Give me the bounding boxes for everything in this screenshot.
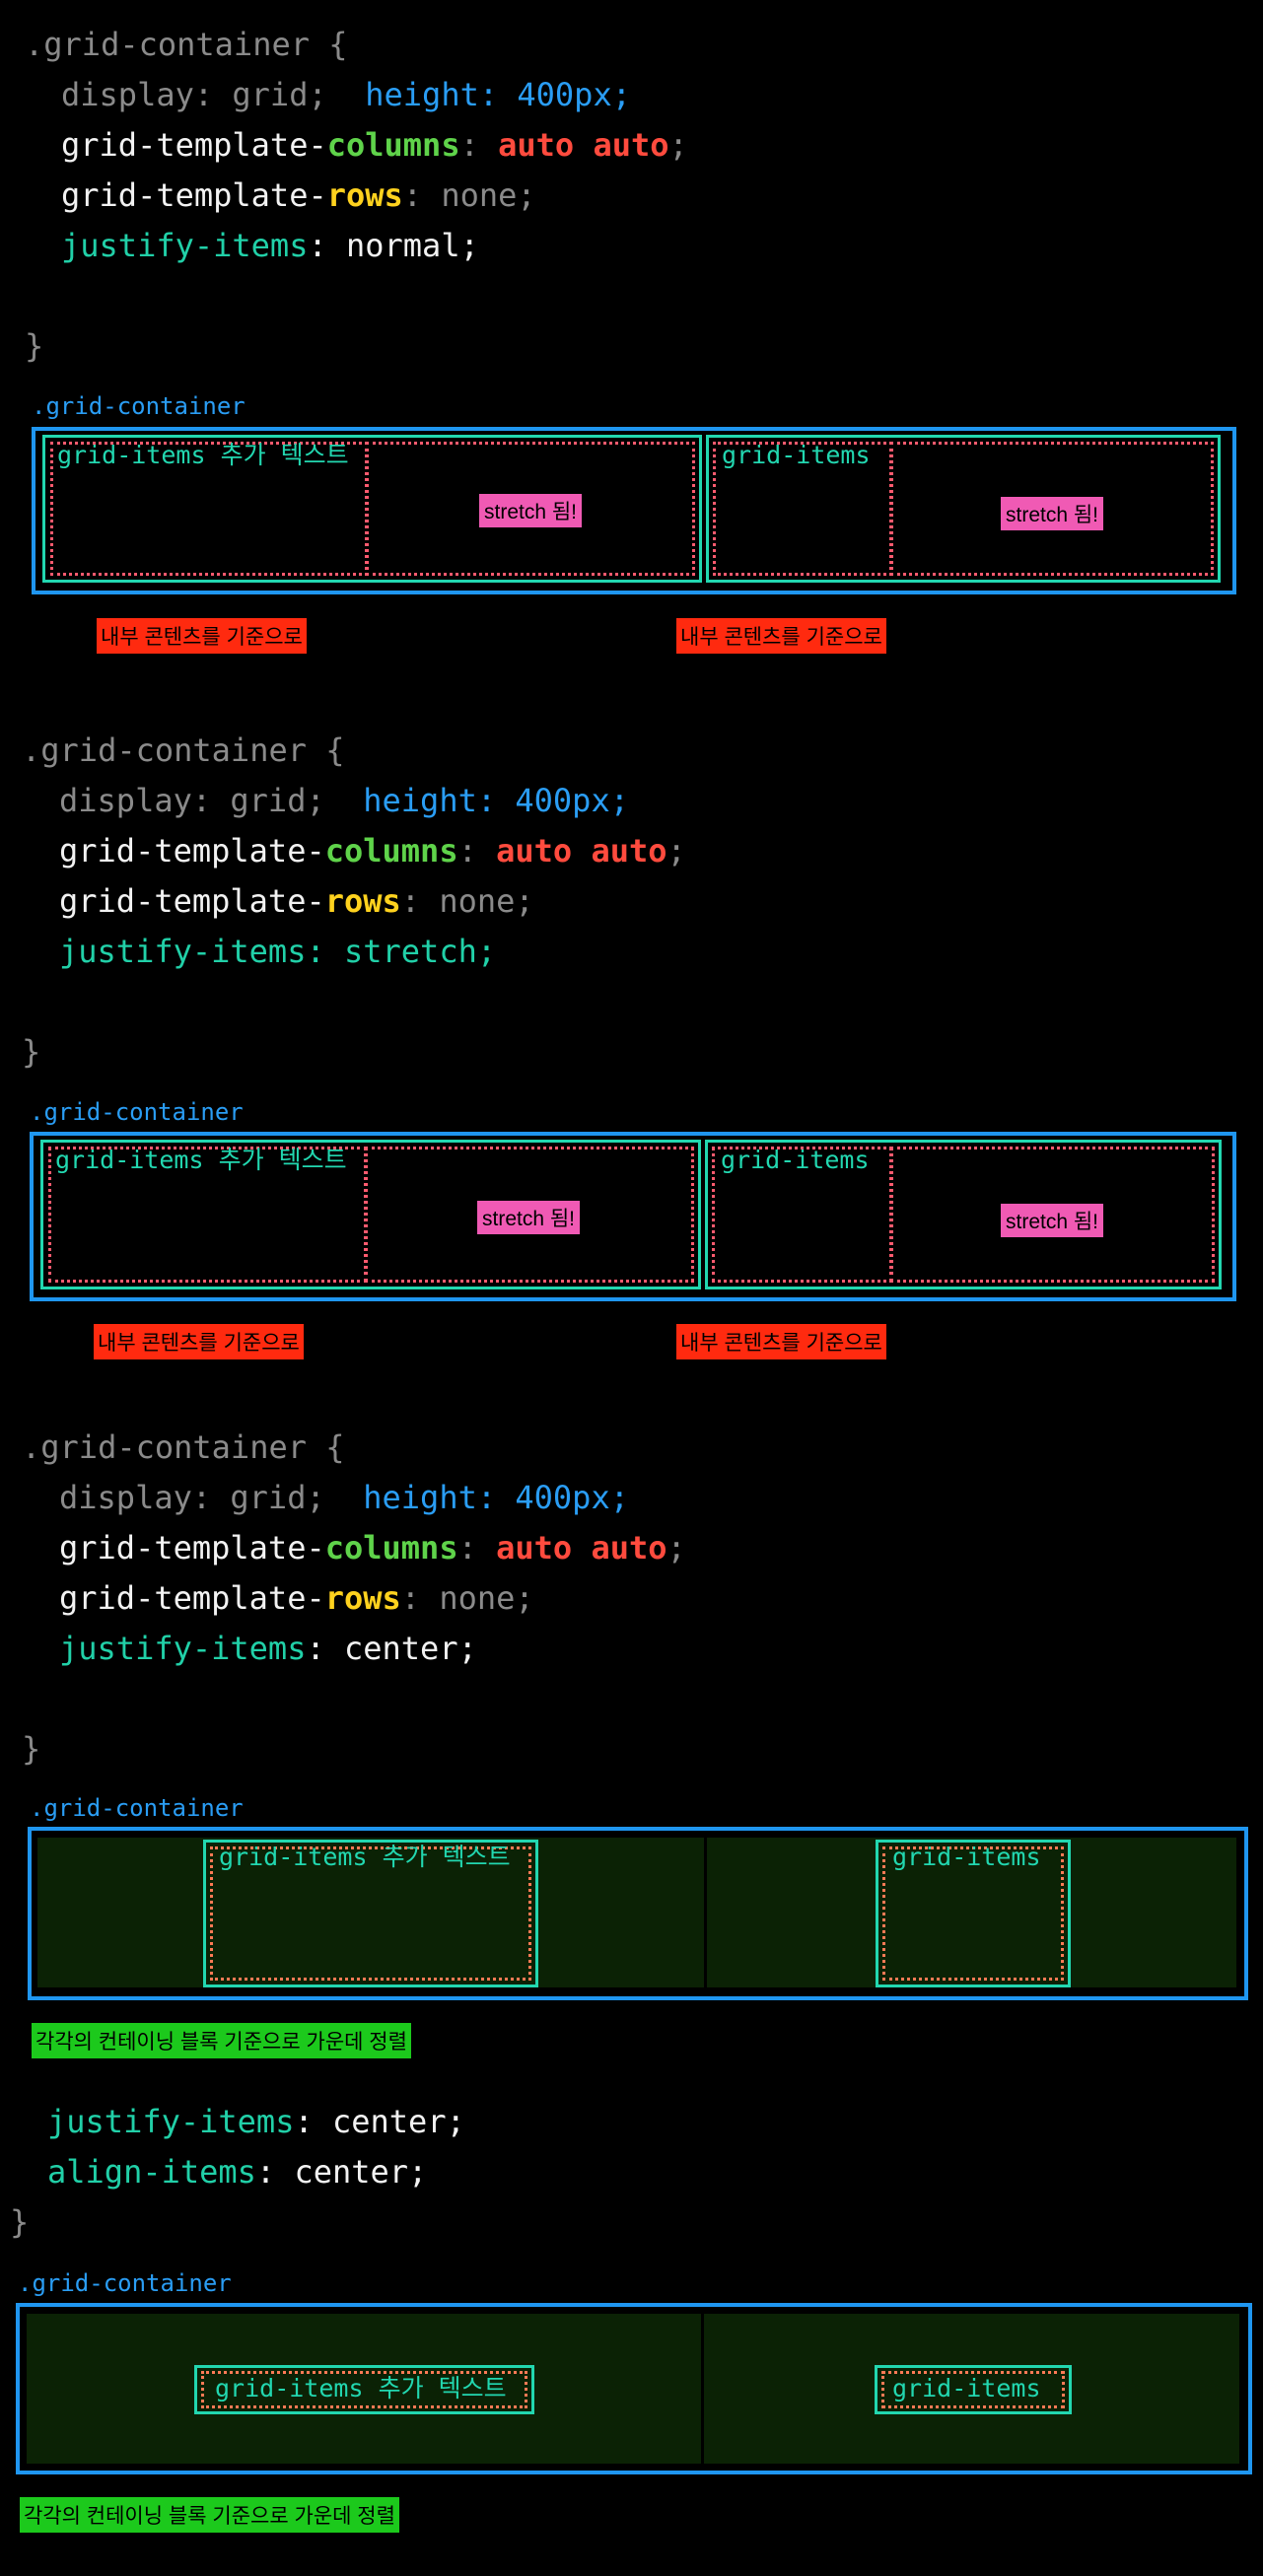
css-line-display: display: grid; height: 400px; — [61, 70, 631, 120]
css-line-rows: grid-template-rows: none; — [59, 882, 534, 920]
content-extent-1 — [201, 2371, 527, 2408]
grid-cell-2 — [706, 435, 1221, 583]
content-extent-2 — [881, 2371, 1065, 2408]
css-line-columns: grid-template-columns: auto auto; — [59, 1529, 686, 1566]
css-close: } — [25, 327, 44, 365]
grid-item-2 — [876, 1840, 1071, 1987]
stretch-tag: stretch 됨! — [1001, 1204, 1104, 1237]
css-line-justify: justify-items: stretch; — [59, 933, 497, 970]
grid-item-1 — [203, 1840, 538, 1987]
container-label: .grid-container — [30, 1794, 244, 1822]
stretch-area-1 — [366, 442, 695, 576]
grid-item-label: grid-items 추가 텍스트 — [55, 1146, 347, 1174]
height-prop: height — [365, 76, 479, 113]
stretch-area-1 — [365, 1147, 694, 1283]
grid-item-label: grid-items 추가 텍스트 — [219, 1843, 511, 1871]
css-close: } — [22, 1033, 41, 1071]
content-basis-tag: 내부 콘텐츠를 기준으로 — [676, 1324, 886, 1359]
column-divider — [701, 2314, 704, 2464]
css-line-justify: justify-items: center; — [59, 1630, 477, 1667]
container-label: .grid-container — [30, 1098, 244, 1126]
container-label: .grid-container — [32, 392, 246, 420]
height-val: : 400px; — [478, 76, 631, 113]
column-divider — [704, 1838, 707, 1987]
stretch-area-2 — [890, 442, 1214, 576]
css-line-columns: grid-template-columns: auto auto; — [59, 832, 686, 870]
grid-container-box — [28, 1827, 1248, 2000]
css-close: } — [22, 1730, 41, 1768]
grid-cell-1 — [40, 1140, 701, 1289]
grid-item-label: grid-items 추가 텍스트 — [57, 441, 349, 469]
grid-item-label: grid-items — [892, 1843, 1041, 1871]
content-basis-tag: 내부 콘텐츠를 기준으로 — [676, 618, 886, 654]
css-selector: .grid-container { — [25, 26, 348, 63]
display-decl: display: grid; — [61, 76, 327, 113]
grid-item-label: grid-items — [722, 441, 871, 469]
grid-container-box — [32, 427, 1236, 594]
stretch-area-2 — [890, 1147, 1215, 1283]
grid-item-label: grid-items 추가 텍스트 — [215, 2374, 507, 2402]
grid-item-label: grid-items — [892, 2374, 1041, 2402]
stretch-tag: stretch 됨! — [479, 494, 583, 527]
grid-cell-1 — [42, 435, 702, 583]
content-extent-1 — [210, 1846, 531, 1981]
grid-container-box — [16, 2303, 1252, 2474]
css-line-justify: justify-items: normal; — [61, 227, 479, 264]
grid-item-2 — [875, 2365, 1072, 2414]
content-basis-tag: 내부 콘텐츠를 기준으로 — [97, 618, 307, 654]
grid-cell-2 — [705, 1140, 1222, 1289]
css-line-display: display: grid; height: 400px; — [59, 782, 629, 819]
css-line-display: display: grid; height: 400px; — [59, 1479, 629, 1516]
grid-item-label: grid-items — [721, 1146, 870, 1174]
css-line-justify: justify-items: center; — [47, 2103, 465, 2140]
css-selector: .grid-container { — [22, 1428, 345, 1466]
css-selector: .grid-container { — [22, 731, 345, 769]
css-line-rows: grid-template-rows: none; — [59, 1579, 534, 1617]
center-tag: 각각의 컨테이닝 블록 기준으로 가운데 정렬 — [32, 2023, 411, 2058]
css-line-columns: grid-template-columns: auto auto; — [61, 126, 688, 164]
center-tag: 각각의 컨테이닝 블록 기준으로 가운데 정렬 — [20, 2497, 399, 2533]
grid-area-bg — [27, 2314, 1239, 2464]
stretch-tag: stretch 됨! — [1001, 497, 1104, 530]
stretch-tag: stretch 됨! — [477, 1201, 581, 1234]
grid-item-1 — [194, 2365, 534, 2414]
css-line-align: align-items: center; — [47, 2153, 428, 2191]
content-extent-2 — [882, 1846, 1064, 1981]
container-label: .grid-container — [18, 2269, 232, 2297]
grid-area-bg — [37, 1838, 1236, 1987]
content-basis-tag: 내부 콘텐츠를 기준으로 — [94, 1324, 304, 1359]
css-close: } — [10, 2203, 30, 2241]
css-line-rows: grid-template-rows: none; — [61, 176, 536, 214]
grid-container-box — [30, 1132, 1236, 1301]
